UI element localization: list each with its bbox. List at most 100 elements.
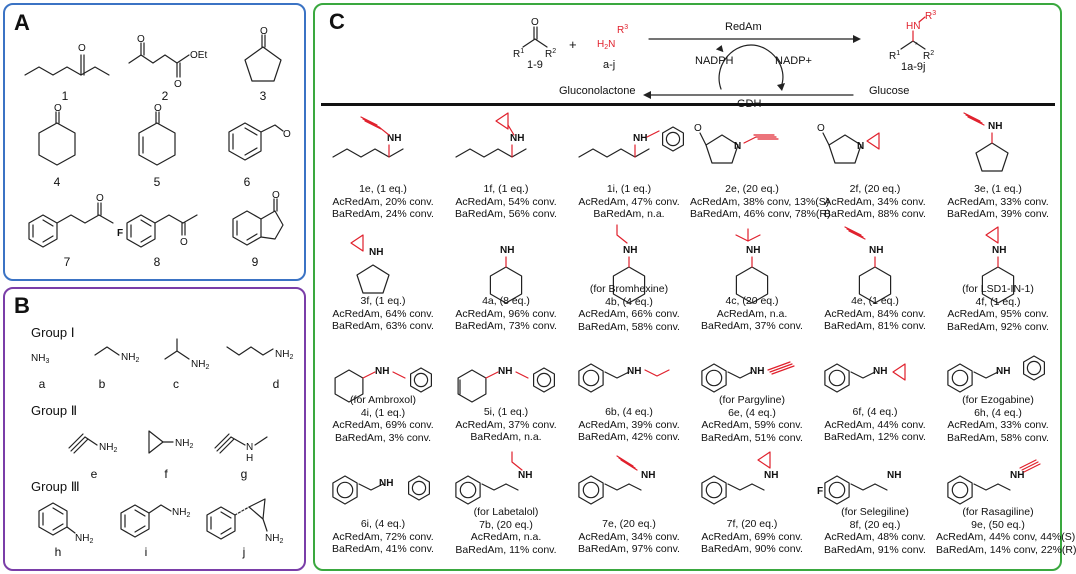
amine-d-structure: NH2 [226,346,293,361]
amine-h-structure: NH2 [38,502,93,545]
caption-ac: AcRedAm, 69% conv. [332,419,434,431]
caption-eq: 6b, (4 eq.) [605,406,653,418]
svg-text:NH: NH [746,245,760,256]
svg-text:F: F [117,228,123,239]
svg-text:NH3: NH3 [31,353,49,365]
caption-ba: BaRedAm, 14% conv, 22%(R) [936,543,1076,556]
caption-note: (for Selegiline) [841,506,909,518]
caption-ac: AcRedAm, 95% conv. [947,308,1049,320]
caption-note: (for LSD1-IN-1) [962,283,1034,295]
caption-ac: AcRedAm, 48% conv. [824,531,926,543]
ketone-label: 2 [161,89,169,103]
caption-eq: 2f, (20 eq.) [849,183,901,195]
caption-ba: BaRedAm, n.a. [593,208,665,220]
amine-label: j [242,545,246,559]
caption-eq: 4i, (1 eq.) [360,406,406,419]
product-structure: NH [947,459,1041,505]
caption-eq: 7e, (20 eq.) [602,518,656,530]
svg-text:O: O [78,43,86,54]
scheme-plus: + [569,37,577,52]
product-structure: NH [578,126,685,158]
product-structure: NH [332,475,431,505]
svg-text:NH: NH [375,366,389,377]
amine-e-structure: NH2 [68,433,117,454]
panel-b: B Group Ⅰ Group Ⅱ Group Ⅲ NH3 NH2 NH2 NH… [3,287,306,571]
caption-note: (for Ezogabine) [962,394,1034,406]
caption-eq: 4e, (1 eq.) [851,295,899,307]
product-structure: NH [612,224,646,304]
amine-label: c [173,377,179,391]
divider [321,103,1055,106]
svg-text:N: N [246,442,253,453]
product-caption: 2e, (20 eq.)AcRedAm, 38% conv, 13%(S)BaR… [690,183,830,221]
caption-ba: BaRedAm, 58% conv. [578,320,680,333]
caption-note: (for Ambroxol) [350,394,416,406]
caption-ac: AcRedAm, 84% conv. [824,307,926,320]
caption-eq: 6e, (4 eq.) [728,406,776,419]
ketone-8-structure: F O [117,214,198,248]
svg-text:O: O [96,193,104,204]
svg-text:H2N: H2N [597,39,615,51]
caption-note: (for Labetalol) [473,506,539,518]
ketone-3-structure: O [244,26,282,82]
ketone-label: 9 [251,255,259,269]
product-caption: 6i, (4 eq.)AcRedAm, 72% conv.BaRedAm, 41… [321,518,445,556]
product-cell: NH(for Ezogabine)6h, (4 eq.)AcRedAm, 33%… [938,336,1058,444]
svg-text:O: O [154,103,162,114]
svg-text:NH: NH [369,247,383,258]
svg-text:NH2: NH2 [75,533,93,545]
panel-label: B [14,293,30,318]
svg-text:OEt: OEt [190,50,207,61]
ketone-2-structure: O O OEt [128,34,207,90]
product-caption: 1e, (1 eq.)AcRedAm, 20% conv.BaRedAm, 24… [321,183,445,221]
svg-text:NH: NH [992,245,1006,256]
caption-ba: BaRedAm, 42% conv. [578,431,680,443]
caption-ac: AcRedAm, 34% conv. [824,195,926,208]
product-structure: NH [489,245,523,304]
amine-label: d [272,377,280,391]
product-caption: (for LSD1-IN-1)4f, (1 eq.)AcRedAm, 95% c… [936,283,1060,333]
product-cell: NH(for Labetalol)7b, (20 eq.)AcRedAm, n.… [446,448,566,556]
product-caption: (for Ambroxol)4i, (1 eq.)AcRedAm, 69% co… [321,394,445,444]
caption-ba: BaRedAm, 58% conv. [947,431,1049,444]
scheme-ketone-label: 1-9 [527,59,543,71]
caption-ba: BaRedAm, 37% conv. [701,320,803,332]
product-structure: ON [694,123,779,164]
caption-note: (for Bromhexine) [589,283,669,295]
product-structure: NH [332,116,404,158]
product-caption: 1i, (1 eq.)AcRedAm, 47% conv.BaRedAm, n.… [567,183,691,221]
product-caption: 7f, (20 eq.)AcRedAm, 69% conv.BaRedAm, 9… [690,518,814,556]
product-cell: NH (for LSD1-IN-1)4f, (1 eq.)AcRedAm, 95%… [938,225,1058,333]
caption-ac: AcRedAm, 33% conv. [947,419,1049,431]
svg-text:NH: NH [869,245,883,256]
svg-text:NH: NH [510,133,524,144]
caption-eq: 4b, (4 eq.) [605,295,653,308]
caption-ac: AcRedAm, 34% conv. [578,530,680,543]
product-caption: 4e, (1 eq.)AcRedAm, 84% conv.BaRedAm, 81… [813,295,937,333]
ketone-label: 7 [63,255,71,269]
caption-ba: BaRedAm, 11% conv. [455,543,557,556]
product-caption: 6b, (4 eq.)AcRedAm, 39% conv.BaRedAm, 42… [567,406,691,444]
amine-f-structure: NH2 [148,430,193,454]
product-caption: 4c, (20 eq.)AcRedAm, n.a.BaRedAm, 37% co… [690,295,814,333]
caption-ba: BaRedAm, 41% conv. [332,543,434,555]
svg-text:R2: R2 [545,48,556,60]
product-cell: NH(for Bromhexine)4b, (4 eq.)AcRedAm, 66… [569,224,689,333]
caption-ac: AcRedAm, 59% conv. [701,419,803,431]
caption-ba: BaRedAm, 91% conv. [824,543,926,556]
amine-label: b [98,377,106,391]
caption-eq: 2e, (20 eq.) [725,183,779,195]
caption-ba: BaRedAm, 51% conv. [701,431,803,444]
svg-text:NH: NH [996,366,1010,377]
svg-text:HN: HN [906,21,920,32]
caption-eq: 4a, (8 eq.) [482,295,530,307]
caption-ba: BaRedAm, 90% conv. [701,543,803,555]
caption-ac: AcRedAm, 37% conv. [455,418,557,431]
glucose-label: Glucose [869,85,910,97]
caption-eq: 4f, (1 eq.) [975,295,1021,308]
caption-eq: 1i, (1 eq.) [606,183,652,195]
